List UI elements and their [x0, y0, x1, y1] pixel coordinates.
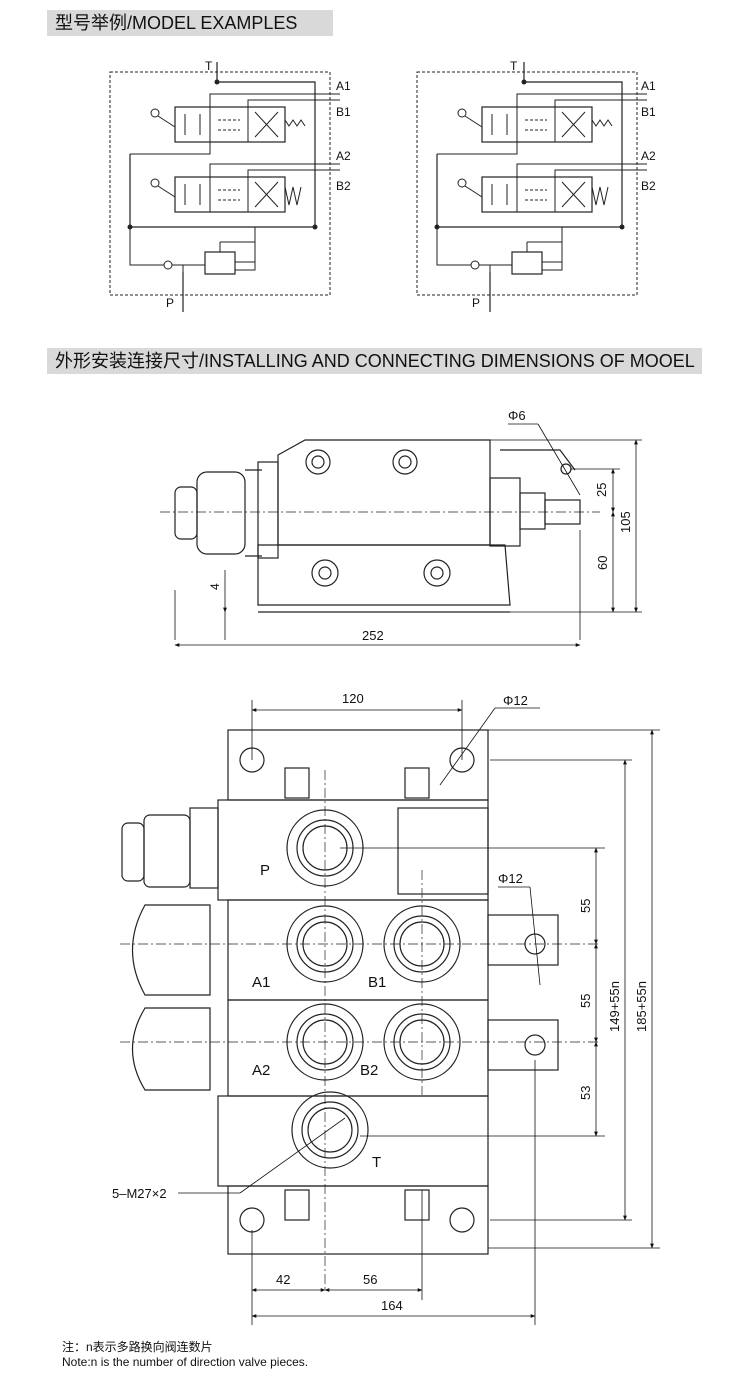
dim-phi6: Φ6	[508, 408, 526, 423]
model-examples-title: 型号举例/MODEL EXAMPLES	[47, 10, 333, 36]
dim-55-b: 55	[578, 994, 593, 1008]
ex1-port-a2: A2	[336, 149, 351, 163]
front-view	[121, 729, 559, 1255]
dim-25: 25	[594, 483, 609, 497]
ex2-port-b2: B2	[641, 179, 656, 193]
thread-note: 5–M27×2	[112, 1186, 167, 1201]
label-b2: B2	[360, 1062, 378, 1079]
front-view-centerlines	[120, 770, 600, 1290]
note-chinese: 注：n表示多路换向阀连数片	[62, 1340, 213, 1354]
dim-phi12-side: Φ12	[498, 871, 523, 886]
label-a1: A1	[252, 974, 270, 991]
dim-53: 53	[578, 1086, 593, 1100]
ex2-port-p: P	[472, 296, 480, 310]
label-b1: B1	[368, 974, 386, 991]
dim-56: 56	[363, 1272, 377, 1287]
ex2-port-t: T	[510, 59, 518, 73]
label-t: T	[372, 1154, 381, 1171]
side-view-dimensions	[174, 423, 642, 647]
label-p: P	[260, 862, 270, 879]
ex2-port-a2: A2	[641, 149, 656, 163]
note-english: Note:n is the number of direction valve …	[62, 1355, 309, 1369]
schematic-example-2	[416, 61, 648, 313]
label-a2: A2	[252, 1062, 270, 1079]
dim-105: 105	[618, 511, 633, 533]
dim-60: 60	[595, 556, 610, 570]
dim-164: 164	[381, 1298, 403, 1313]
ex2-port-b1: B1	[641, 105, 656, 119]
ex1-port-b1: B1	[336, 105, 351, 119]
schematic-example-1	[109, 61, 341, 313]
dim-185-55n: 185+55n	[634, 981, 649, 1032]
ex1-port-b2: B2	[336, 179, 351, 193]
ex1-port-a1: A1	[336, 79, 351, 93]
dim-120: 120	[342, 691, 364, 706]
ex1-port-t: T	[205, 59, 213, 73]
dim-4: 4	[208, 583, 222, 590]
dim-149-55n: 149+55n	[607, 981, 622, 1032]
side-view	[160, 439, 600, 613]
dimensions-title: 外形安装连接尺寸/INSTALLING AND CONNECTING DIMEN…	[47, 348, 702, 374]
ex2-port-a1: A1	[641, 79, 656, 93]
ex1-port-p: P	[166, 296, 174, 310]
dim-phi12-top: Φ12	[503, 693, 528, 708]
front-view-dimensions	[178, 700, 660, 1325]
dim-252: 252	[362, 628, 384, 643]
dim-55-a: 55	[578, 899, 593, 913]
dim-42: 42	[276, 1272, 290, 1287]
